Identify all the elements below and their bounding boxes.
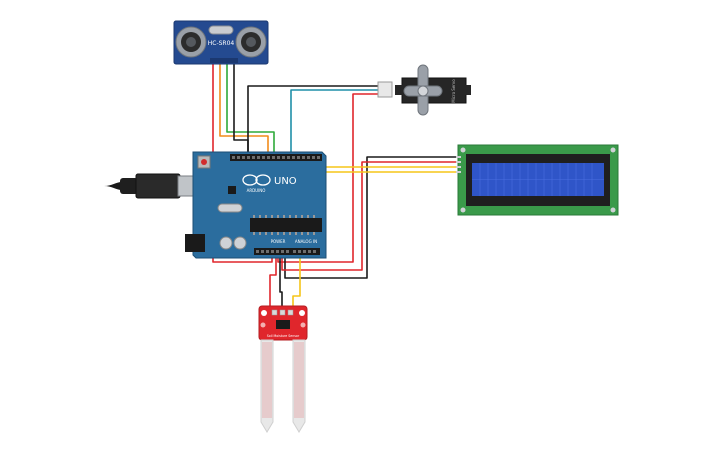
wire-ultrasonic-trig[interactable] <box>219 64 269 153</box>
wire-servo-power[interactable] <box>277 93 380 263</box>
servo-label: Micro Servo <box>451 79 456 103</box>
soil-moisture-sensor[interactable]: Soil Moisture Sensor <box>258 305 308 433</box>
wire-soil-vcc[interactable] <box>269 255 277 308</box>
analog-header-label: ANALOG IN <box>295 239 317 244</box>
wire-servo-gnd[interactable] <box>247 85 380 153</box>
wire-soil-gnd[interactable] <box>279 255 283 308</box>
ultrasonic-model-label: HC-SR04 <box>208 40 235 47</box>
soil-sensor-label: Soil Moisture Sensor <box>267 334 300 338</box>
arduino-uno[interactable]: UNO ARDUINO POWER ANALOG IN <box>104 151 327 259</box>
wire-lcd-vcc[interactable] <box>281 161 456 271</box>
wire-ultrasonic-echo[interactable] <box>226 64 275 153</box>
lcd-i2c-pins[interactable] <box>456 156 461 173</box>
lcd-display[interactable] <box>456 144 619 216</box>
wire-ultrasonic-gnd[interactable] <box>233 64 249 153</box>
arduino-model-label: UNO <box>274 176 297 187</box>
wire-servo-signal[interactable] <box>290 89 380 153</box>
atmega-chip <box>250 218 322 232</box>
servo-connector <box>377 81 393 98</box>
micro-servo[interactable]: Micro Servo <box>377 64 471 116</box>
wires <box>212 64 456 308</box>
digital-header[interactable] <box>230 154 322 161</box>
arduino-logo-label: ARDUINO <box>247 188 266 193</box>
wire-soil-signal[interactable] <box>292 255 301 308</box>
ultrasonic-sensor[interactable]: HC-SR04 <box>173 20 269 65</box>
power-header-label: POWER <box>271 239 286 244</box>
